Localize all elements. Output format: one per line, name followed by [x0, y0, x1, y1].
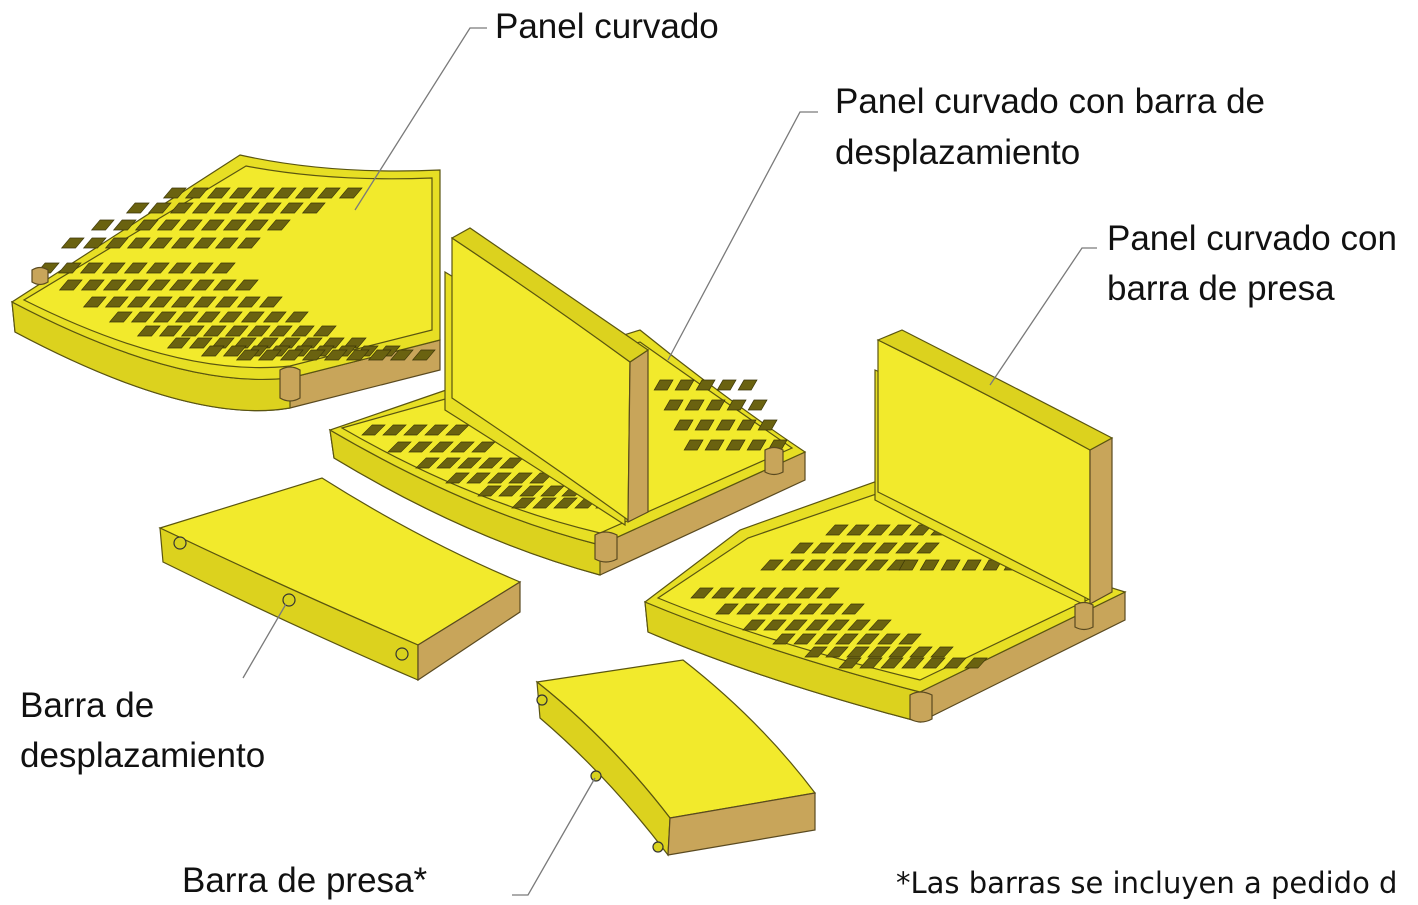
- label-panel-curvado: Panel curvado: [495, 7, 719, 46]
- curved-panel-with-dam-bar: [643, 329, 1127, 723]
- label-barra-desplazamiento-line1: Barra de: [20, 686, 155, 725]
- dam-bar: [535, 659, 817, 857]
- leader-barra-presa: [512, 777, 596, 896]
- label-barra-desplazamiento-line2: desplazamiento: [20, 736, 266, 775]
- label-barra-presa: Barra de presa*: [182, 861, 428, 900]
- label-panel-barra-desplazamiento-line2: desplazamiento: [835, 133, 1081, 172]
- leader-panel-barra-desplazamiento: [667, 111, 818, 361]
- footnote: *Las barras se incluyen a pedido d: [896, 866, 1398, 900]
- leader-barra-desplazamiento: [242, 603, 287, 679]
- label-panel-barra-presa-line2: barra de presa: [1107, 269, 1335, 308]
- leader-panel-curvado: [354, 27, 487, 211]
- deflector-bar: [158, 477, 522, 682]
- label-panel-barra-presa-line1: Panel curvado con: [1107, 219, 1397, 258]
- screen-apertures: [35, 187, 436, 361]
- label-panel-barra-desplazamiento-line1: Panel curvado con barra de: [835, 82, 1265, 121]
- curved-panel: [10, 154, 441, 412]
- curved-panel-with-deflector-bar: [328, 227, 807, 576]
- leader-panel-barra-presa: [989, 247, 1097, 386]
